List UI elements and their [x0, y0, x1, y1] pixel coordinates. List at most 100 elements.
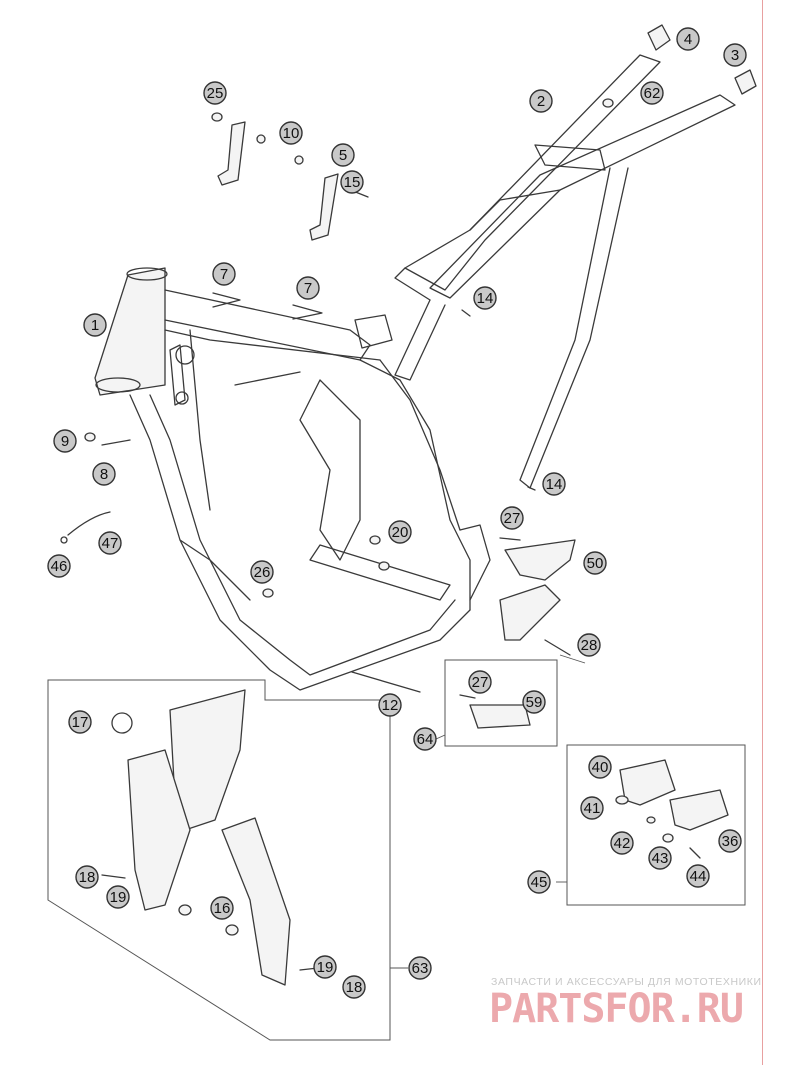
callout-label: 64 — [417, 731, 434, 748]
group-64-box — [444, 659, 558, 747]
callout-label: 14 — [477, 290, 494, 307]
callout-36: 36 — [718, 829, 742, 853]
callout-circle — [542, 472, 566, 496]
callout-circle — [718, 829, 742, 853]
callout-circle — [583, 551, 607, 575]
callout-circle — [577, 633, 601, 657]
callout-circle — [250, 560, 274, 584]
callout-circle — [588, 755, 612, 779]
callout-layer: 1234577891012141415161718181919202526272… — [47, 27, 747, 999]
watermark-caption: ЗАПЧАСТИ И АКСЕССУАРЫ ДЛЯ МОТОТЕХНИКИ — [491, 976, 762, 988]
callout-label: 26 — [254, 564, 271, 581]
callout-circle — [331, 143, 355, 167]
callout-circle — [473, 286, 497, 310]
callout-27: 27 — [500, 506, 524, 530]
callout-circle — [413, 727, 437, 751]
callout-label: 5 — [339, 147, 347, 164]
subframe-drawing — [394, 54, 736, 489]
callout-circle — [527, 870, 551, 894]
callout-label: 7 — [304, 280, 312, 297]
callout-circle — [378, 693, 402, 717]
callout-circle — [610, 831, 634, 855]
callout-label: 20 — [392, 524, 409, 541]
callout-circle — [313, 955, 337, 979]
callout-circle — [340, 170, 364, 194]
callout-label: 12 — [382, 697, 399, 714]
watermark: ЗАПЧАСТИ И АКСЕССУАРЫ ДЛЯ МОТОТЕХНИКИ PA… — [489, 976, 762, 1032]
callout-64: 64 — [413, 727, 437, 751]
callout-41: 41 — [580, 796, 604, 820]
callout-circle — [342, 975, 366, 999]
callout-40: 40 — [588, 755, 612, 779]
callout-circle — [468, 670, 492, 694]
callout-label: 10 — [283, 125, 300, 142]
callout-label: 59 — [526, 694, 543, 711]
callout-63: 63 — [408, 956, 432, 980]
engine-brackets-drawing — [211, 112, 369, 241]
callout-label: 40 — [592, 759, 609, 776]
callout-circle — [83, 313, 107, 337]
callout-circle — [296, 276, 320, 300]
callout-19: 19 — [106, 885, 130, 909]
callout-label: 44 — [690, 868, 707, 885]
callout-circle — [686, 864, 710, 888]
callout-circle — [212, 262, 236, 286]
callout-label: 47 — [102, 535, 119, 552]
callout-circle — [98, 531, 122, 555]
callout-label: 7 — [220, 266, 228, 283]
callout-circle — [580, 796, 604, 820]
callout-circle — [529, 89, 553, 113]
callout-label: 3 — [731, 47, 739, 64]
callout-label: 19 — [110, 889, 127, 906]
watermark-logo: PARTSFOR.RU — [489, 986, 743, 1032]
callout-label: 41 — [584, 800, 601, 817]
callout-label: 2 — [537, 93, 545, 110]
callout-label: 18 — [79, 869, 96, 886]
callout-8: 8 — [92, 462, 116, 486]
callout-label: 25 — [207, 85, 224, 102]
callout-15: 15 — [340, 170, 364, 194]
callout-label: 19 — [317, 959, 334, 976]
arrows-drawing — [212, 292, 323, 320]
callout-circle — [53, 429, 77, 453]
callout-label: 42 — [614, 835, 631, 852]
callout-circle — [640, 81, 664, 105]
side-stand-drawing — [461, 309, 576, 656]
callout-label: 50 — [587, 555, 604, 572]
callout-label: 14 — [546, 476, 563, 493]
callout-28: 28 — [577, 633, 601, 657]
callout-50: 50 — [583, 551, 607, 575]
callout-circle — [210, 896, 234, 920]
small-fasteners-drawing — [60, 432, 421, 693]
callout-25: 25 — [203, 81, 227, 105]
callout-label: 62 — [644, 85, 661, 102]
group-63-box — [47, 679, 391, 1041]
callout-14: 14 — [542, 472, 566, 496]
callout-label: 43 — [652, 850, 669, 867]
callout-27: 27 — [468, 670, 492, 694]
callout-circle — [723, 43, 747, 67]
main-frame-drawing — [94, 267, 491, 691]
callout-42: 42 — [610, 831, 634, 855]
callout-label: 18 — [346, 979, 363, 996]
callout-17: 17 — [68, 710, 92, 734]
right-edge-line — [762, 0, 763, 1065]
callout-label: 36 — [722, 833, 739, 850]
callout-19: 19 — [313, 955, 337, 979]
callout-circle — [500, 506, 524, 530]
leader-lines — [390, 654, 586, 969]
callout-1: 1 — [83, 313, 107, 337]
callout-9: 9 — [53, 429, 77, 453]
callout-label: 9 — [61, 433, 69, 450]
callout-circle — [279, 121, 303, 145]
callout-4: 4 — [676, 27, 700, 51]
callout-5: 5 — [331, 143, 355, 167]
callout-circle — [648, 846, 672, 870]
callout-label: 28 — [581, 637, 598, 654]
callout-label: 8 — [100, 466, 108, 483]
callout-label: 15 — [344, 174, 361, 191]
callout-circle — [92, 462, 116, 486]
callout-label: 46 — [51, 558, 68, 575]
callout-label: 63 — [412, 960, 429, 977]
callout-circle — [408, 956, 432, 980]
